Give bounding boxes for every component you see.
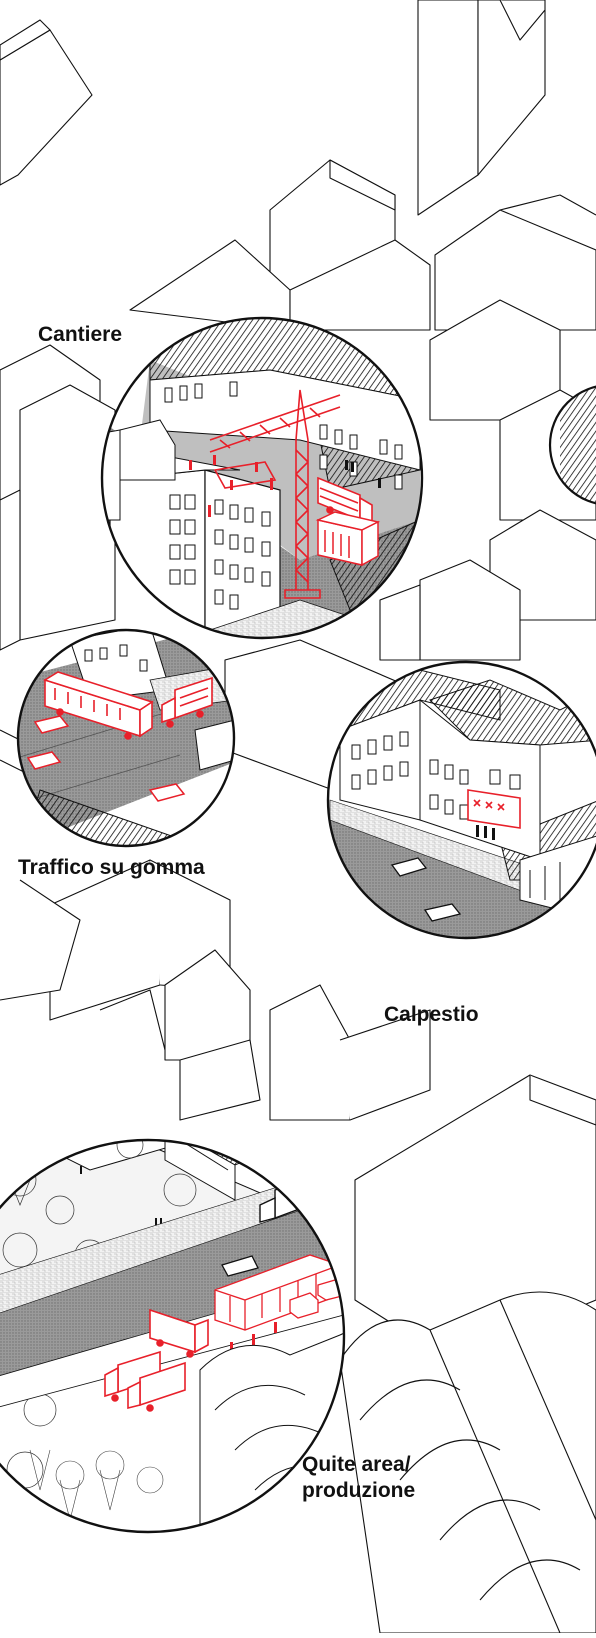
site-container-icon: [315, 511, 381, 567]
car-icon: [26, 715, 186, 802]
label-traffico-su-gomma: Traffico su gomma: [18, 856, 205, 879]
car-icon: [221, 1255, 259, 1277]
shop-sign: [467, 789, 521, 829]
label-quite-line-2: produzione: [302, 1479, 416, 1503]
bus-icon: [43, 671, 154, 740]
quite-area-circle: [0, 1138, 346, 1534]
person-icon: [189, 455, 273, 517]
crane-icon: [209, 389, 341, 599]
label-quite-area-produzione: Quite area/ produzione: [302, 1452, 415, 1505]
person-icon: [476, 825, 495, 840]
label-quite-line-1: Quite area/: [302, 1453, 411, 1476]
offscreen-circle-detail: [550, 385, 596, 505]
truck-icon: [104, 1308, 209, 1412]
label-calpestio: Calpestio: [384, 1003, 479, 1026]
calpestio-circle: [326, 660, 596, 940]
truck-icon: [317, 476, 373, 526]
person-icon: [230, 1322, 277, 1353]
label-cantiere: Cantiere: [38, 323, 123, 346]
truck-icon: [161, 676, 213, 728]
traffico-circle: [16, 628, 236, 848]
car-icon: [390, 857, 462, 922]
cantiere-circle: [100, 316, 424, 640]
